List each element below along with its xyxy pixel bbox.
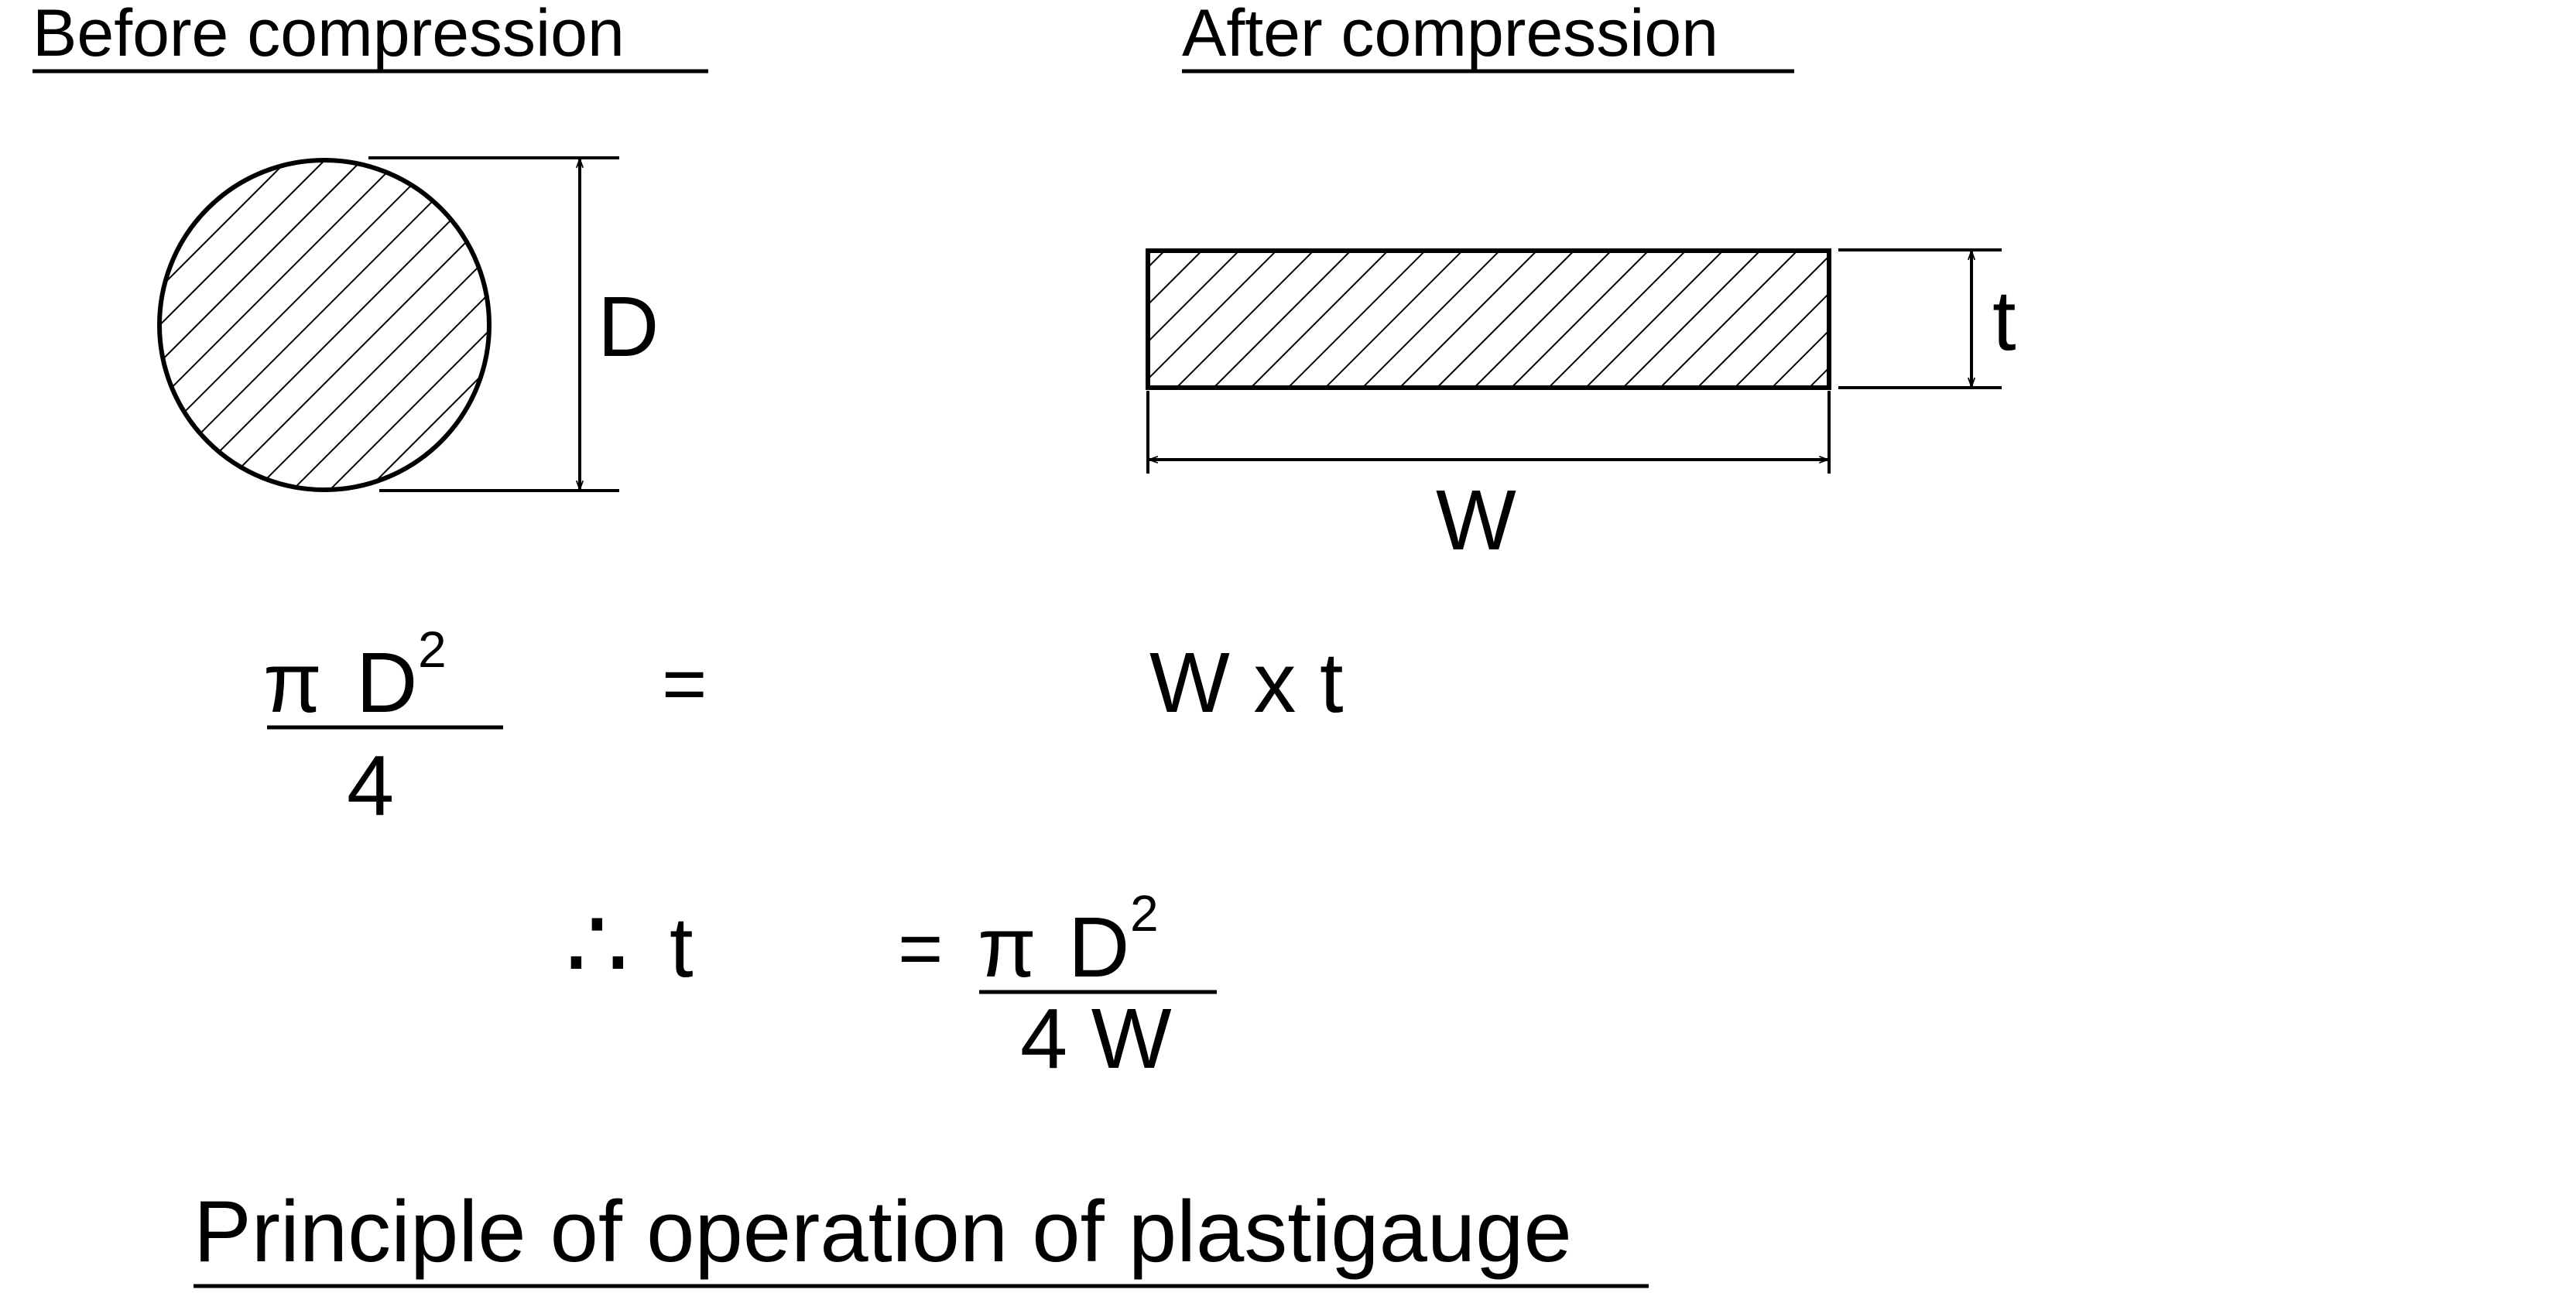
eq1-equals-sign: = — [662, 641, 707, 727]
eq2-lhs-t: t — [670, 900, 694, 995]
thickness-label: t — [1992, 273, 2016, 368]
eq2-denominator: 4 W — [1020, 991, 1172, 1086]
eq1-denominator: 4 — [347, 738, 394, 833]
eq2-numerator-d: D — [1068, 900, 1129, 995]
plastigauge-round-cross-section — [157, 158, 492, 492]
eq1-numerator-d: D — [356, 635, 417, 730]
width-label: W — [1436, 473, 1516, 568]
eq2-equals-sign: = — [898, 905, 943, 992]
eq1-pi-symbol: π — [263, 635, 322, 730]
eq1-right-hand-side: W x t — [1149, 635, 1344, 730]
diameter-label: D — [598, 279, 659, 375]
plastigauge-flattened-cross-section — [1146, 248, 1831, 390]
eq2-pi-symbol: π — [978, 900, 1036, 995]
eq1-numerator-exponent: 2 — [418, 621, 447, 678]
eq2-numerator-exponent: 2 — [1130, 884, 1159, 942]
heading-after-compression: After compression — [1182, 0, 1718, 70]
therefore-symbol: ∴ — [565, 888, 629, 1001]
diagram-caption: Principle of operation of plastigauge — [194, 1183, 1572, 1280]
heading-before-compression: Before compression — [33, 0, 625, 70]
